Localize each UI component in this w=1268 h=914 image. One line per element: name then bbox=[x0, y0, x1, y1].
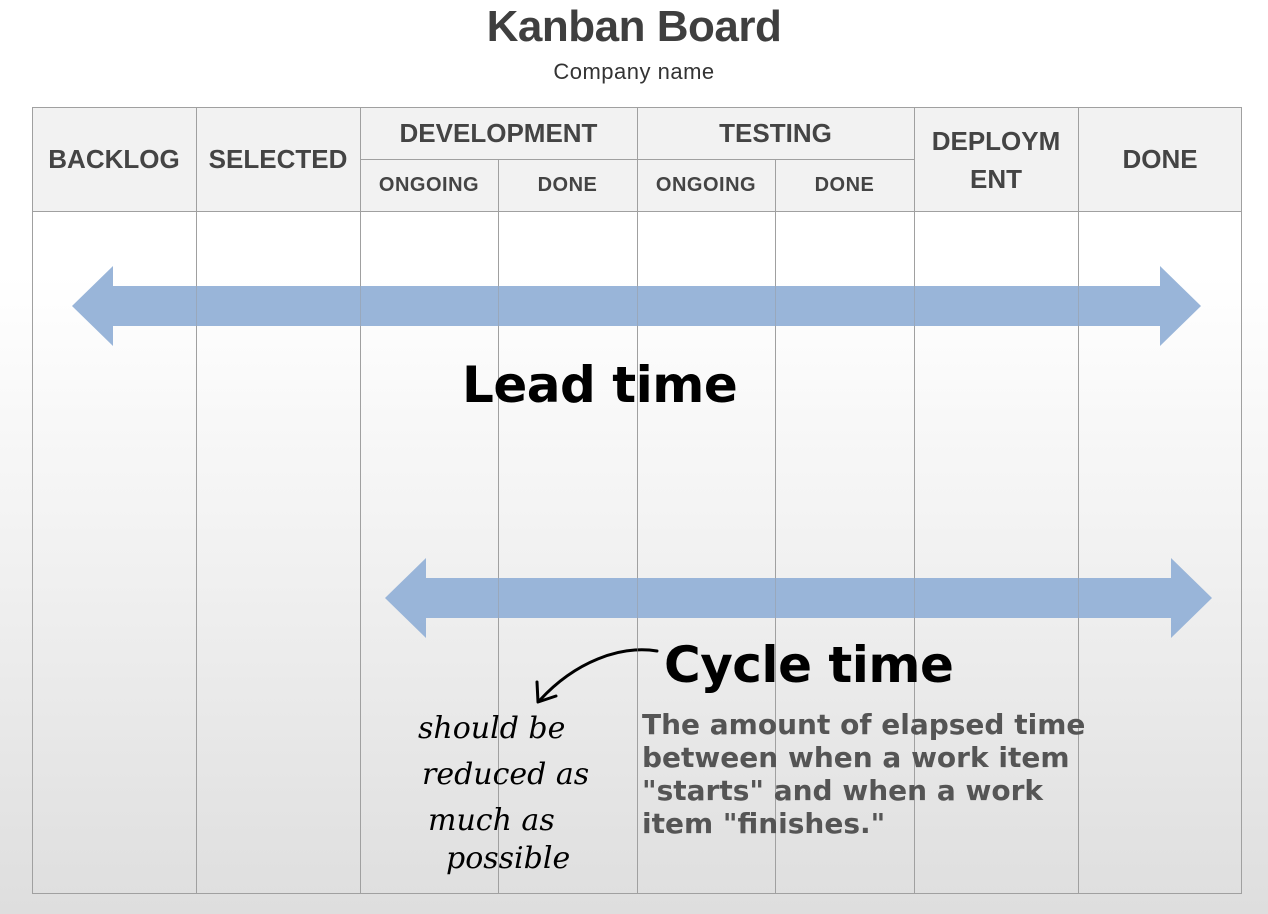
column-header-development: DEVELOPMENT bbox=[399, 117, 598, 148]
kanban-board bbox=[32, 107, 1242, 894]
subheader-development-done: DONE bbox=[537, 174, 598, 196]
handwritten-note-line4: possible bbox=[446, 841, 571, 876]
column-divider bbox=[1078, 107, 1079, 894]
handwritten-note-line2: reduced as bbox=[422, 757, 590, 792]
column-header-done: DONE bbox=[1122, 144, 1198, 174]
cycle-time-arrow bbox=[385, 558, 1212, 638]
column-header-selected: SELECTED bbox=[208, 144, 348, 174]
column-header-testing: TESTING bbox=[719, 117, 832, 148]
column-divider-overlay bbox=[360, 212, 361, 894]
deployment-label-line1: DEPLOYM bbox=[931, 125, 1061, 156]
column-header-deployment: DEPLOYM ENT bbox=[914, 107, 1078, 212]
column-divider-overlay bbox=[914, 212, 915, 894]
column-divider-overlay bbox=[498, 212, 499, 894]
page-subtitle: Company name bbox=[553, 59, 715, 84]
column-divider bbox=[914, 107, 915, 894]
column-header-backlog: BACKLOG bbox=[48, 144, 180, 174]
lead-time-arrow bbox=[72, 266, 1201, 346]
cycle-time-description: The amount of elapsed time between when … bbox=[642, 708, 1086, 840]
subheader-development-ongoing: ONGOING bbox=[378, 174, 480, 196]
column-divider bbox=[637, 107, 638, 894]
cycle-time-label: Cycle time bbox=[664, 636, 954, 694]
deployment-label-line2: ENT bbox=[970, 163, 1022, 194]
subheader-testing-done: DONE bbox=[814, 174, 875, 196]
handwritten-note-line1: should be bbox=[418, 711, 566, 746]
handwritten-arrow bbox=[538, 648, 659, 702]
column-divider bbox=[775, 159, 776, 894]
subheader-testing-ongoing: ONGOING bbox=[655, 174, 757, 196]
column-divider bbox=[498, 159, 499, 894]
lead-time-label: Lead time bbox=[462, 356, 738, 414]
column-divider-overlay bbox=[196, 212, 197, 894]
handwritten-note-line3: much as bbox=[428, 803, 555, 838]
column-divider bbox=[196, 107, 197, 894]
handwritten-arrowhead bbox=[535, 680, 558, 704]
column-divider-overlay bbox=[1078, 212, 1079, 894]
column-divider bbox=[360, 107, 361, 894]
column-divider-overlay bbox=[637, 212, 638, 894]
page-title: Kanban Board bbox=[486, 2, 782, 51]
column-divider-overlay bbox=[775, 212, 776, 894]
